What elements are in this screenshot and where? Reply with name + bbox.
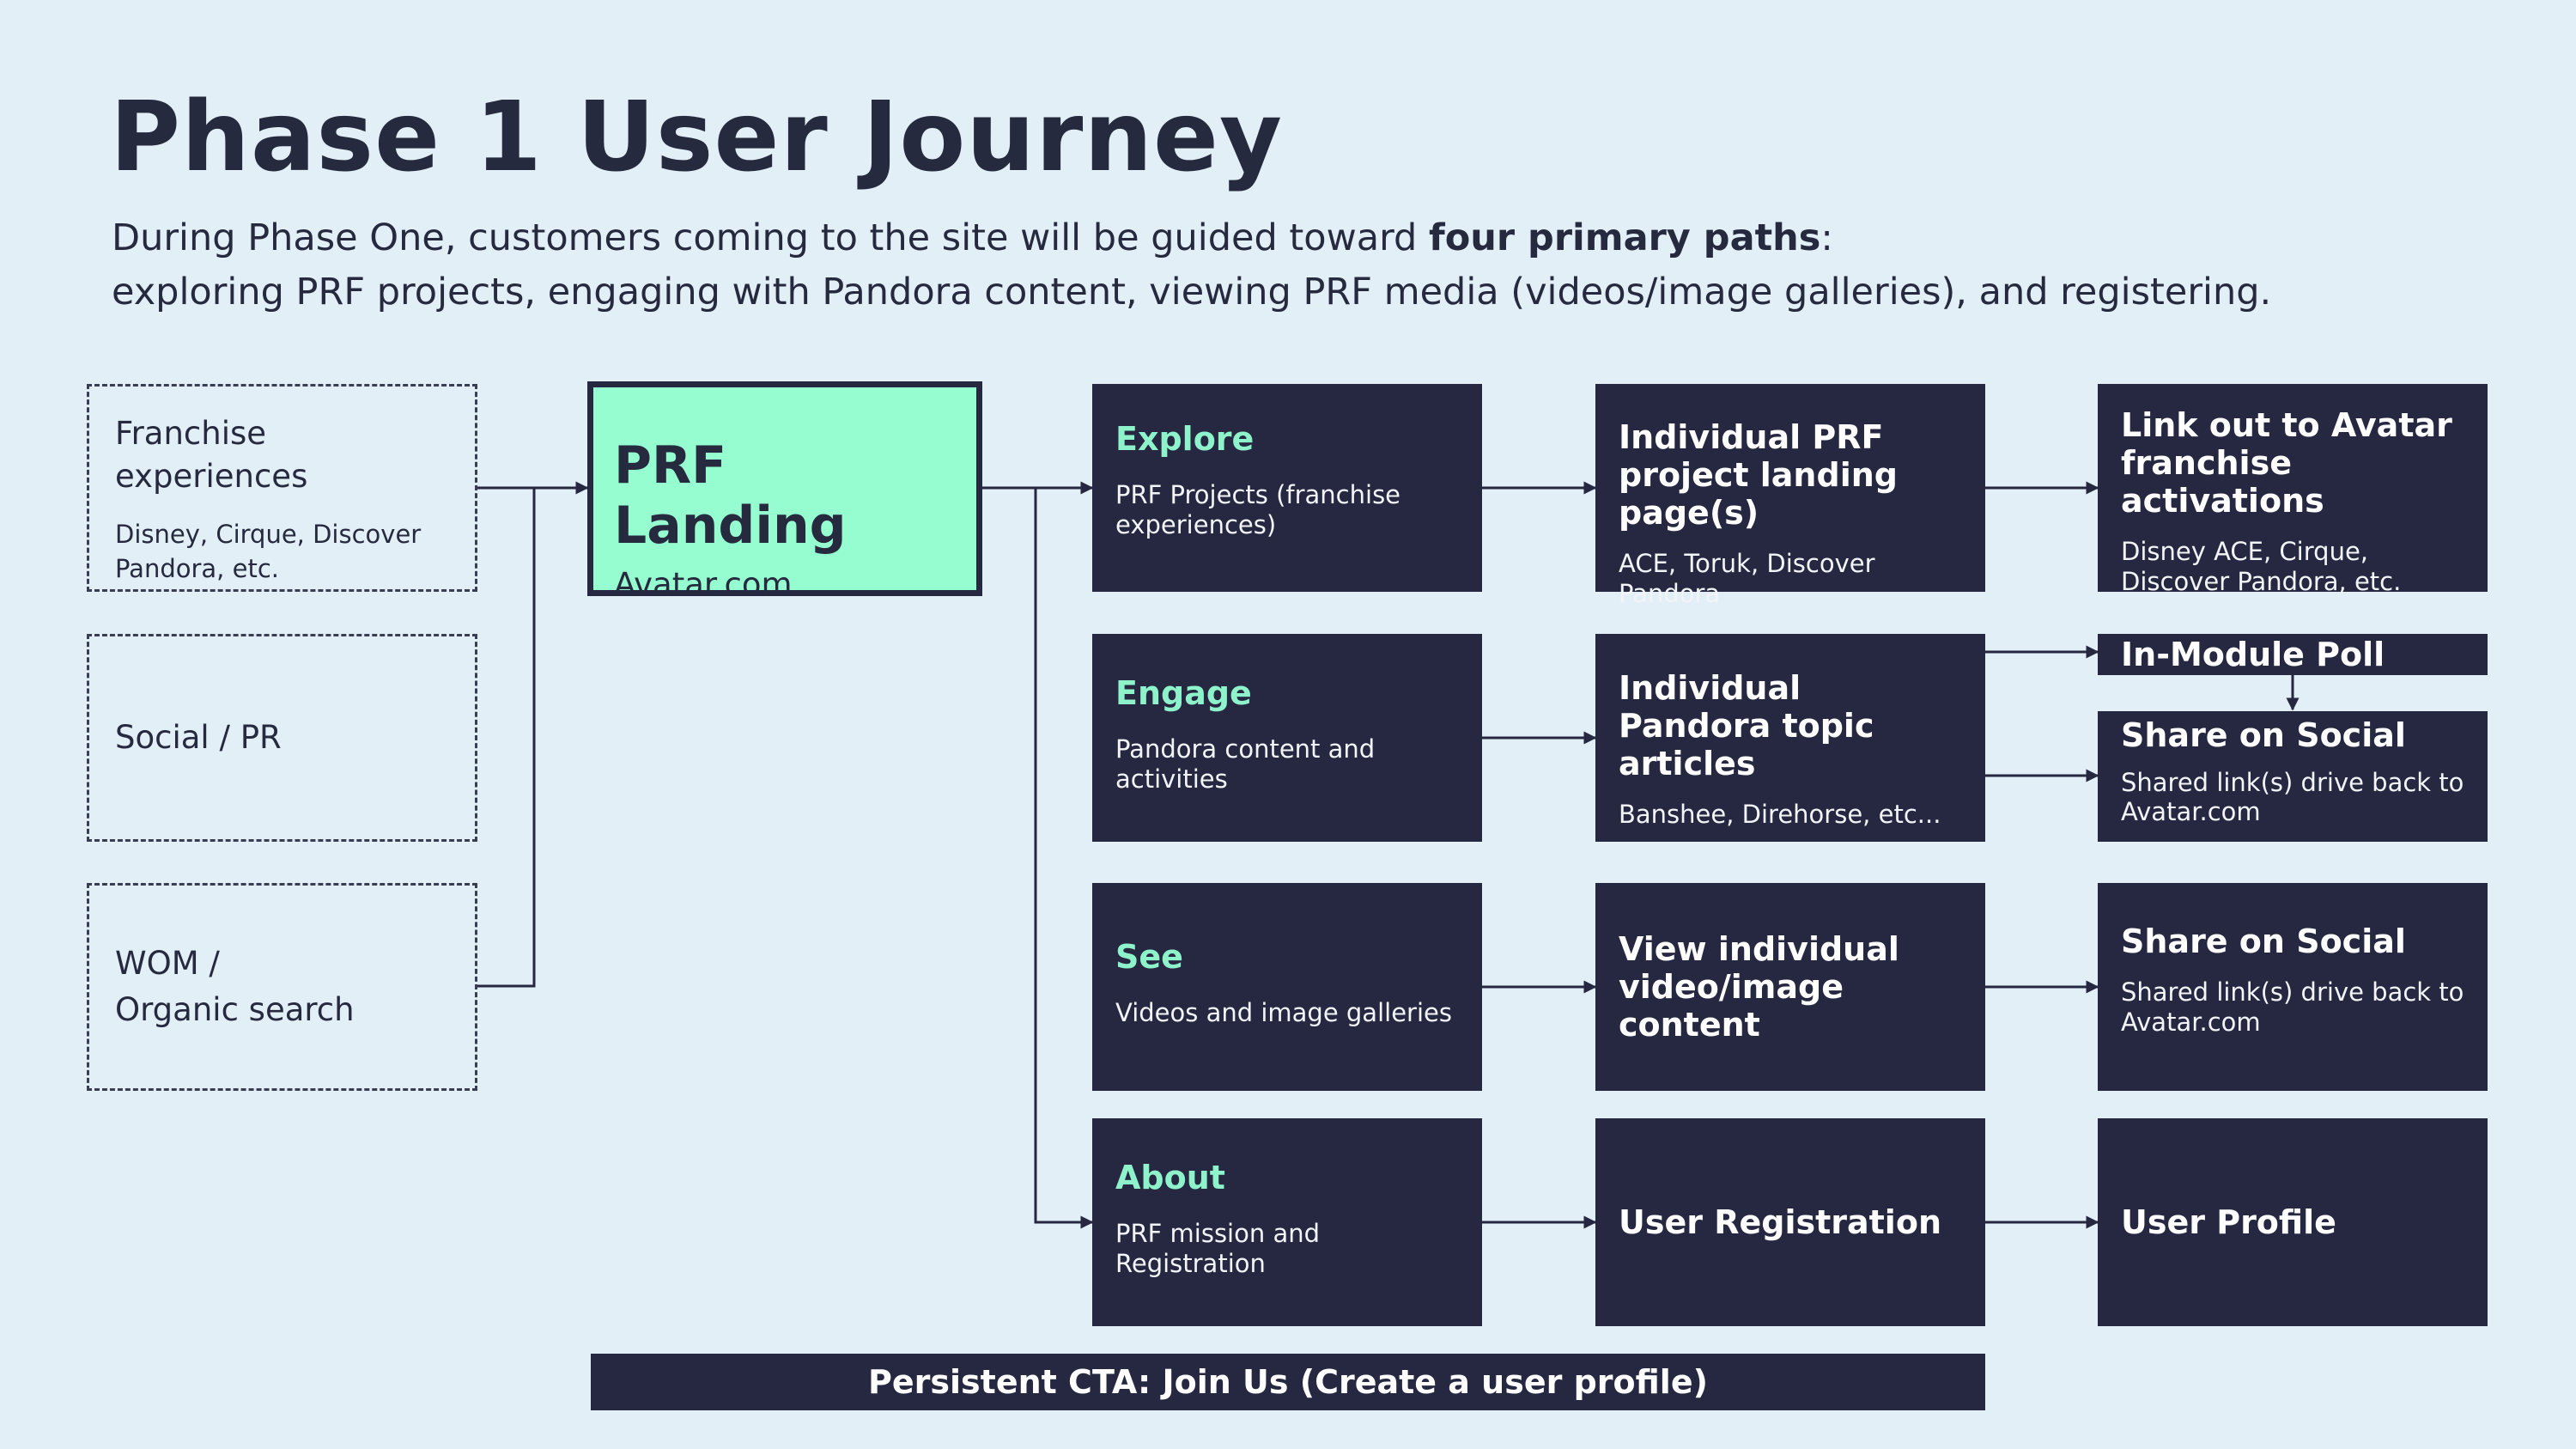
source-franchise-subtitle: Disney, Cirque, Discover Pandora, etc.: [115, 520, 422, 583]
source-social-pr: Social / PR: [87, 634, 477, 842]
outcome-link-out: Link out to Avatar franchise activations…: [2098, 384, 2488, 596]
path-explore-subtitle: PRF Projects (franchise experiences): [1115, 480, 1401, 539]
subtitle-line-2: exploring PRF projects, engaging with Pa…: [112, 271, 2272, 314]
outcome-share-engage-title: Share on Social: [2121, 716, 2406, 754]
path-engage-title: Engage: [1115, 674, 1252, 712]
subtitle-colon: :: [1820, 216, 1833, 259]
outcome-in-module-poll: In-Module Poll: [2098, 634, 2488, 675]
path-see-subtitle: Videos and image galleries: [1115, 998, 1452, 1027]
middle-project-pages-subtitle: ACE, Toruk, Discover Pandora: [1619, 549, 1875, 608]
prf-landing-url: Avatar.com: [614, 566, 793, 603]
outcome-link-out-title: Link out to Avatar franchise activations: [2121, 406, 2452, 520]
subtitle-emphasis: four primary paths: [1429, 216, 1821, 259]
outcome-link-out-subtitle: Disney ACE, Cirque, Discover Pandora, et…: [2121, 537, 2402, 596]
outcome-share-engage-subtitle: Shared link(s) drive back to Avatar.com: [2121, 768, 2464, 826]
middle-view-content-title: View individual video/image content: [1619, 930, 1899, 1044]
subtitle-line-1: During Phase One, customers coming to th…: [112, 211, 2430, 265]
path-engage: Engage Pandora content and activities: [1092, 634, 1482, 842]
outcome-share-see-title: Share on Social: [2121, 922, 2406, 960]
middle-view-content: View individual video/image content: [1595, 883, 1985, 1091]
middle-topic-articles-subtitle: Banshee, Direhorse, etc...: [1619, 800, 1941, 829]
outcome-share-social-see: Share on Social Shared link(s) drive bac…: [2098, 883, 2488, 1091]
middle-registration: User Registration: [1595, 1118, 1985, 1326]
path-about: About PRF mission and Registration: [1092, 1118, 1482, 1326]
source-wom-organic: WOM / Organic search: [87, 883, 477, 1091]
path-see: See Videos and image galleries: [1092, 883, 1482, 1091]
subtitle-text: During Phase One, customers coming to th…: [112, 216, 1429, 259]
source-wom-title-line-2: Organic search: [115, 991, 355, 1028]
outcome-poll-title: In-Module Poll: [2121, 636, 2385, 673]
outcome-user-profile-title: User Profile: [2121, 1203, 2336, 1241]
path-about-subtitle: PRF mission and Registration: [1115, 1219, 1321, 1278]
source-franchise-title: Franchise experiences: [115, 415, 308, 495]
prf-landing-box: PRF Landing Avatar.com: [587, 381, 982, 603]
path-about-title: About: [1115, 1159, 1225, 1196]
path-explore-title: Explore: [1115, 420, 1255, 458]
path-see-title: See: [1115, 938, 1183, 976]
middle-project-pages-title: Individual PRF project landing page(s): [1619, 418, 1898, 532]
outcome-share-see-subtitle: Shared link(s) drive back to Avatar.com: [2121, 977, 2464, 1037]
persistent-cta-bar: Persistent CTA: Join Us (Create a user p…: [591, 1354, 1985, 1410]
middle-topic-articles-title: Individual Pandora topic articles: [1619, 669, 1874, 782]
middle-topic-articles: Individual Pandora topic articles Banshe…: [1595, 634, 1985, 842]
outcome-user-profile: User Profile: [2098, 1118, 2488, 1326]
source-franchise-experiences: Franchise experiences Disney, Cirque, Di…: [87, 384, 477, 592]
path-explore: Explore PRF Projects (franchise experien…: [1092, 384, 1482, 592]
source-social-title: Social / PR: [115, 719, 282, 756]
page-title: Phase 1 User Journey: [110, 82, 1284, 193]
source-wom-title-line-1: WOM /: [115, 945, 220, 982]
path-engage-subtitle: Pandora content and activities: [1115, 734, 1376, 794]
middle-project-pages: Individual PRF project landing page(s) A…: [1595, 384, 1985, 608]
page-subtitle: During Phase One, customers coming to th…: [112, 211, 2430, 320]
middle-registration-title: User Registration: [1619, 1203, 1941, 1241]
outcome-share-social-engage: Share on Social Shared link(s) drive bac…: [2098, 711, 2488, 842]
prf-landing-title: PRF Landing: [614, 435, 847, 556]
